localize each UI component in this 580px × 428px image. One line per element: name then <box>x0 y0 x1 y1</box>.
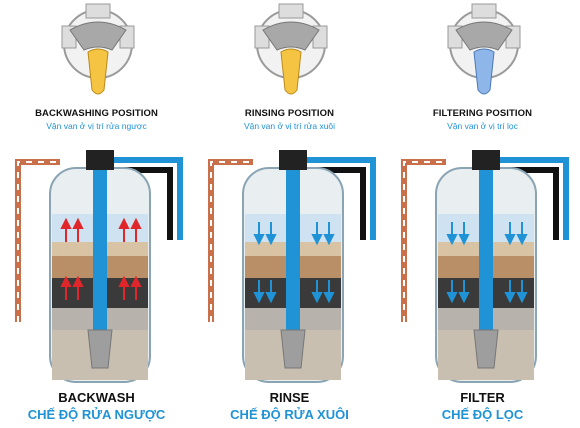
mode-subtitle: CHẾ ĐỘ LỌC <box>441 407 524 422</box>
inlet-pipe <box>208 159 253 322</box>
valve-handle <box>473 48 495 95</box>
valve-handle <box>87 48 109 95</box>
mode-title: BACKWASH <box>58 390 135 405</box>
position-subtitle: Vận van ở vị trí lọc <box>447 121 518 131</box>
filter-tank <box>49 150 151 383</box>
inlet-pipe <box>401 159 446 322</box>
mode-subtitle: CHẾ ĐỘ RỬA NGƯỢC <box>27 407 166 422</box>
position-title: FILTERING POSITION <box>432 108 533 119</box>
mode-subtitle: CHẾ ĐỘ RỬA XUÔI <box>230 407 349 422</box>
valve-top-icon <box>61 3 135 95</box>
panel-rinse: RINSING POSITION Vận van ở vị trí rửa xu… <box>193 0 386 428</box>
mode-title: FILTER <box>460 390 505 405</box>
valve-top-icon <box>254 3 328 95</box>
position-subtitle: Vận van ở vị trí rửa xuôi <box>243 121 336 131</box>
inlet-pipe <box>15 159 60 322</box>
position-subtitle: Vận van ở vị trí rửa ngược <box>46 121 147 131</box>
panel-filter: FILTERING POSITION Vận van ở vị trí lọc … <box>386 0 579 428</box>
valve-handle <box>280 48 302 95</box>
mode-title: RINSE <box>269 390 310 405</box>
flow-arrows <box>446 222 528 304</box>
panel-backwash: BACKWASHING POSITION Vận van ở vị trí rử… <box>0 0 193 428</box>
filter-tank <box>242 150 344 383</box>
valve-top-icon <box>447 3 521 95</box>
position-title: RINSING POSITION <box>244 108 335 119</box>
position-title: BACKWASHING POSITION <box>35 108 158 119</box>
filter-tank <box>435 150 537 383</box>
flow-arrows <box>253 222 335 304</box>
flow-arrows <box>60 217 142 300</box>
